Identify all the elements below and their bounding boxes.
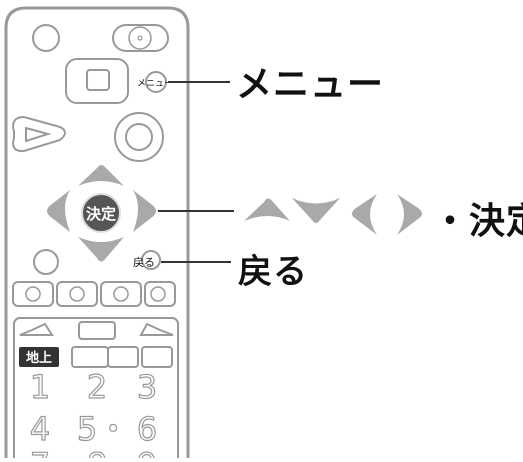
menu-callout-label: メニュー (236, 64, 385, 105)
menu-button[interactable] (145, 71, 167, 93)
record-icon (125, 123, 153, 151)
dpad-right-button[interactable] (133, 190, 156, 232)
number-key-6[interactable]: 6 (136, 409, 158, 448)
square-icon (86, 69, 110, 91)
color-button-3[interactable] (100, 281, 142, 307)
color-button-3-icon (113, 286, 129, 302)
menu-button-label: メニュー (137, 79, 173, 89)
confirm-button[interactable] (81, 193, 121, 233)
other-button[interactable] (141, 346, 173, 368)
number-key-5[interactable]: 5・ (76, 409, 130, 448)
terrestrial-label: 地上 (26, 350, 52, 366)
color-button-4-icon (150, 286, 166, 302)
channel-down-icon[interactable] (19, 322, 54, 336)
number-key-3[interactable]: 3 (136, 367, 158, 406)
confirm-callout-label: ・決定 (432, 201, 523, 242)
top-right-button-dot (137, 35, 143, 41)
left-arrow-icon (352, 194, 377, 235)
power-button[interactable] (32, 24, 60, 52)
color-button-1[interactable] (12, 281, 54, 307)
back-button-label: 戻る (133, 256, 155, 269)
number-key-9[interactable]: 9 (136, 445, 158, 462)
number-key-7[interactable]: 7 (29, 445, 51, 462)
play-icon (25, 126, 52, 143)
dpad-up-button[interactable] (78, 165, 124, 186)
number-key-2[interactable]: 2 (86, 367, 108, 406)
bs-button[interactable] (71, 346, 109, 368)
back-callout-label: 戻る (238, 252, 308, 292)
terrestrial-button[interactable] (19, 347, 59, 367)
channel-middle-button[interactable] (78, 321, 116, 340)
channel-up-icon[interactable] (139, 322, 174, 336)
dpad-down-button[interactable] (78, 237, 124, 262)
dpad-left-button[interactable] (47, 190, 70, 232)
number-key-4[interactable]: 4 (29, 409, 51, 448)
cs-button[interactable] (107, 346, 139, 368)
play-button[interactable] (12, 115, 66, 153)
top-right-button-inner (128, 26, 152, 50)
color-button-2-icon (69, 286, 85, 302)
color-button-1-icon (25, 286, 41, 302)
confirm-button-label: 決定 (86, 205, 116, 223)
left-small-button[interactable] (33, 249, 59, 275)
color-button-2[interactable] (56, 281, 98, 307)
up-arrow-icon (244, 198, 290, 221)
input-button[interactable] (65, 58, 129, 104)
record-button[interactable] (114, 112, 164, 162)
top-right-button[interactable] (112, 24, 169, 52)
color-button-4[interactable] (144, 281, 176, 307)
down-arrow-icon (292, 198, 340, 223)
back-button[interactable] (141, 250, 161, 270)
right-arrow-icon (397, 194, 422, 235)
number-key-8[interactable]: 8 (86, 445, 108, 462)
number-key-1[interactable]: 1 (29, 367, 51, 406)
